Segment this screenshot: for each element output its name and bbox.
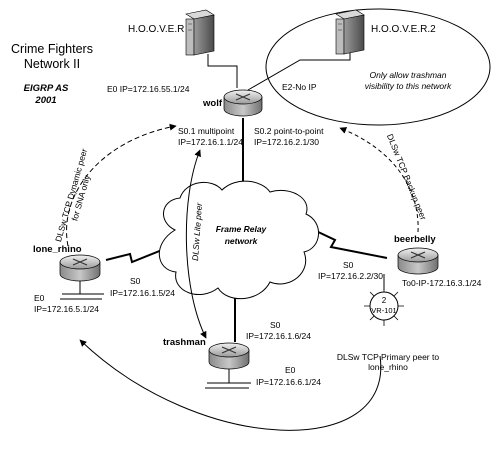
server-hoover2 <box>335 9 365 55</box>
serial-links <box>105 118 388 342</box>
lone-rhino-e0-label-line2: IP=172.16.5.1/24 <box>34 304 99 314</box>
token-ring-number: 2 <box>382 296 387 305</box>
router-wolf-name: wolf <box>202 98 223 109</box>
dlsw-dynamic-peer-arrow <box>66 123 177 247</box>
router-lone-rhino <box>59 254 104 300</box>
server-hoover <box>185 9 215 56</box>
beerbelly-to0-label: To0-IP-172.16.3.1/24 <box>402 278 482 288</box>
beerbelly-serial-link <box>313 229 388 259</box>
router-wolf <box>223 89 263 117</box>
dlsw-lite-peer-arrow <box>185 149 207 339</box>
diagram-subtitle-line2: 2001 <box>34 95 56 106</box>
trashman-e0-label-line1: E0 <box>285 365 296 375</box>
wolf-s01-label-line2: IP=172.16.1.1/24 <box>178 137 243 147</box>
server-hoover-name: H.O.O.V.E.R <box>128 24 184 35</box>
server-hoover2-name: H.O.O.V.E.R.2 <box>371 24 436 35</box>
ellipse-note-line1: Only allow trashman <box>369 70 446 80</box>
beerbelly-s0-label-line2: IP=172.16.2.2/30 <box>318 271 383 281</box>
diagram-title-line1: Crime Fighters <box>11 42 93 56</box>
token-ring-vr101: 2 VR-101 <box>364 290 404 326</box>
dlsw-lite-label: DLSw Lite peer <box>190 201 204 261</box>
ellipse-note-line2: visibility to this network <box>365 81 452 91</box>
trashman-s0-label-line1: S0 <box>270 320 281 330</box>
trashman-e0-label-line2: IP=172.16.6.1/24 <box>256 377 321 387</box>
dlsw-primary-label-line1: DLSw TCP Primary peer to <box>337 352 439 362</box>
lone-rhino-e0-label-line1: E0 <box>34 293 45 303</box>
lone-rhino-s0-label-line1: S0 <box>130 276 141 286</box>
lone-rhino-serial-link <box>105 245 173 264</box>
trashman-s0-label-line2: IP=172.16.1.6/24 <box>246 331 311 341</box>
lone-rhino-s0-label-line2: IP=172.16.1.5/24 <box>110 288 175 298</box>
router-beerbelly <box>383 247 439 290</box>
wolf-e2-label: E2-No IP <box>282 82 317 92</box>
restricted-network-ellipse <box>265 8 491 126</box>
frame-relay-label-line1: Frame Relay <box>216 224 268 234</box>
diagram-subtitle-line1: EIGRP AS <box>24 83 69 94</box>
wolf-s02-label-line1: S0.2 point-to-point <box>254 126 324 136</box>
router-beerbelly-name: beerbelly <box>394 234 436 245</box>
router-trashman <box>205 342 251 389</box>
dlsw-primary-peer-arrow <box>79 339 382 431</box>
frame-relay-label-line2: network <box>225 236 259 246</box>
dlsw-backup-peer-arrow <box>339 127 419 233</box>
wolf-s02-label-line2: IP=172.16.2.1/30 <box>254 137 319 147</box>
wolf-s01-label-line1: S0.1 multipoint <box>178 126 235 136</box>
beerbelly-s0-label-line1: S0 <box>343 260 354 270</box>
ethernet-links <box>207 52 351 91</box>
router-lone-rhino-name: lone_rhino <box>33 244 82 255</box>
wolf-e0-label: E0 IP=172.16.55.1/24 <box>107 84 190 94</box>
dlsw-primary-label-line2: lone_rhino <box>368 362 408 372</box>
dlsw-backup-label: DLSw TCP Backup peer <box>385 132 429 221</box>
router-trashman-name: trashman <box>163 337 206 348</box>
token-ring-vr-label: VR-101 <box>371 306 396 315</box>
diagram-title-line2: Network II <box>24 57 80 71</box>
